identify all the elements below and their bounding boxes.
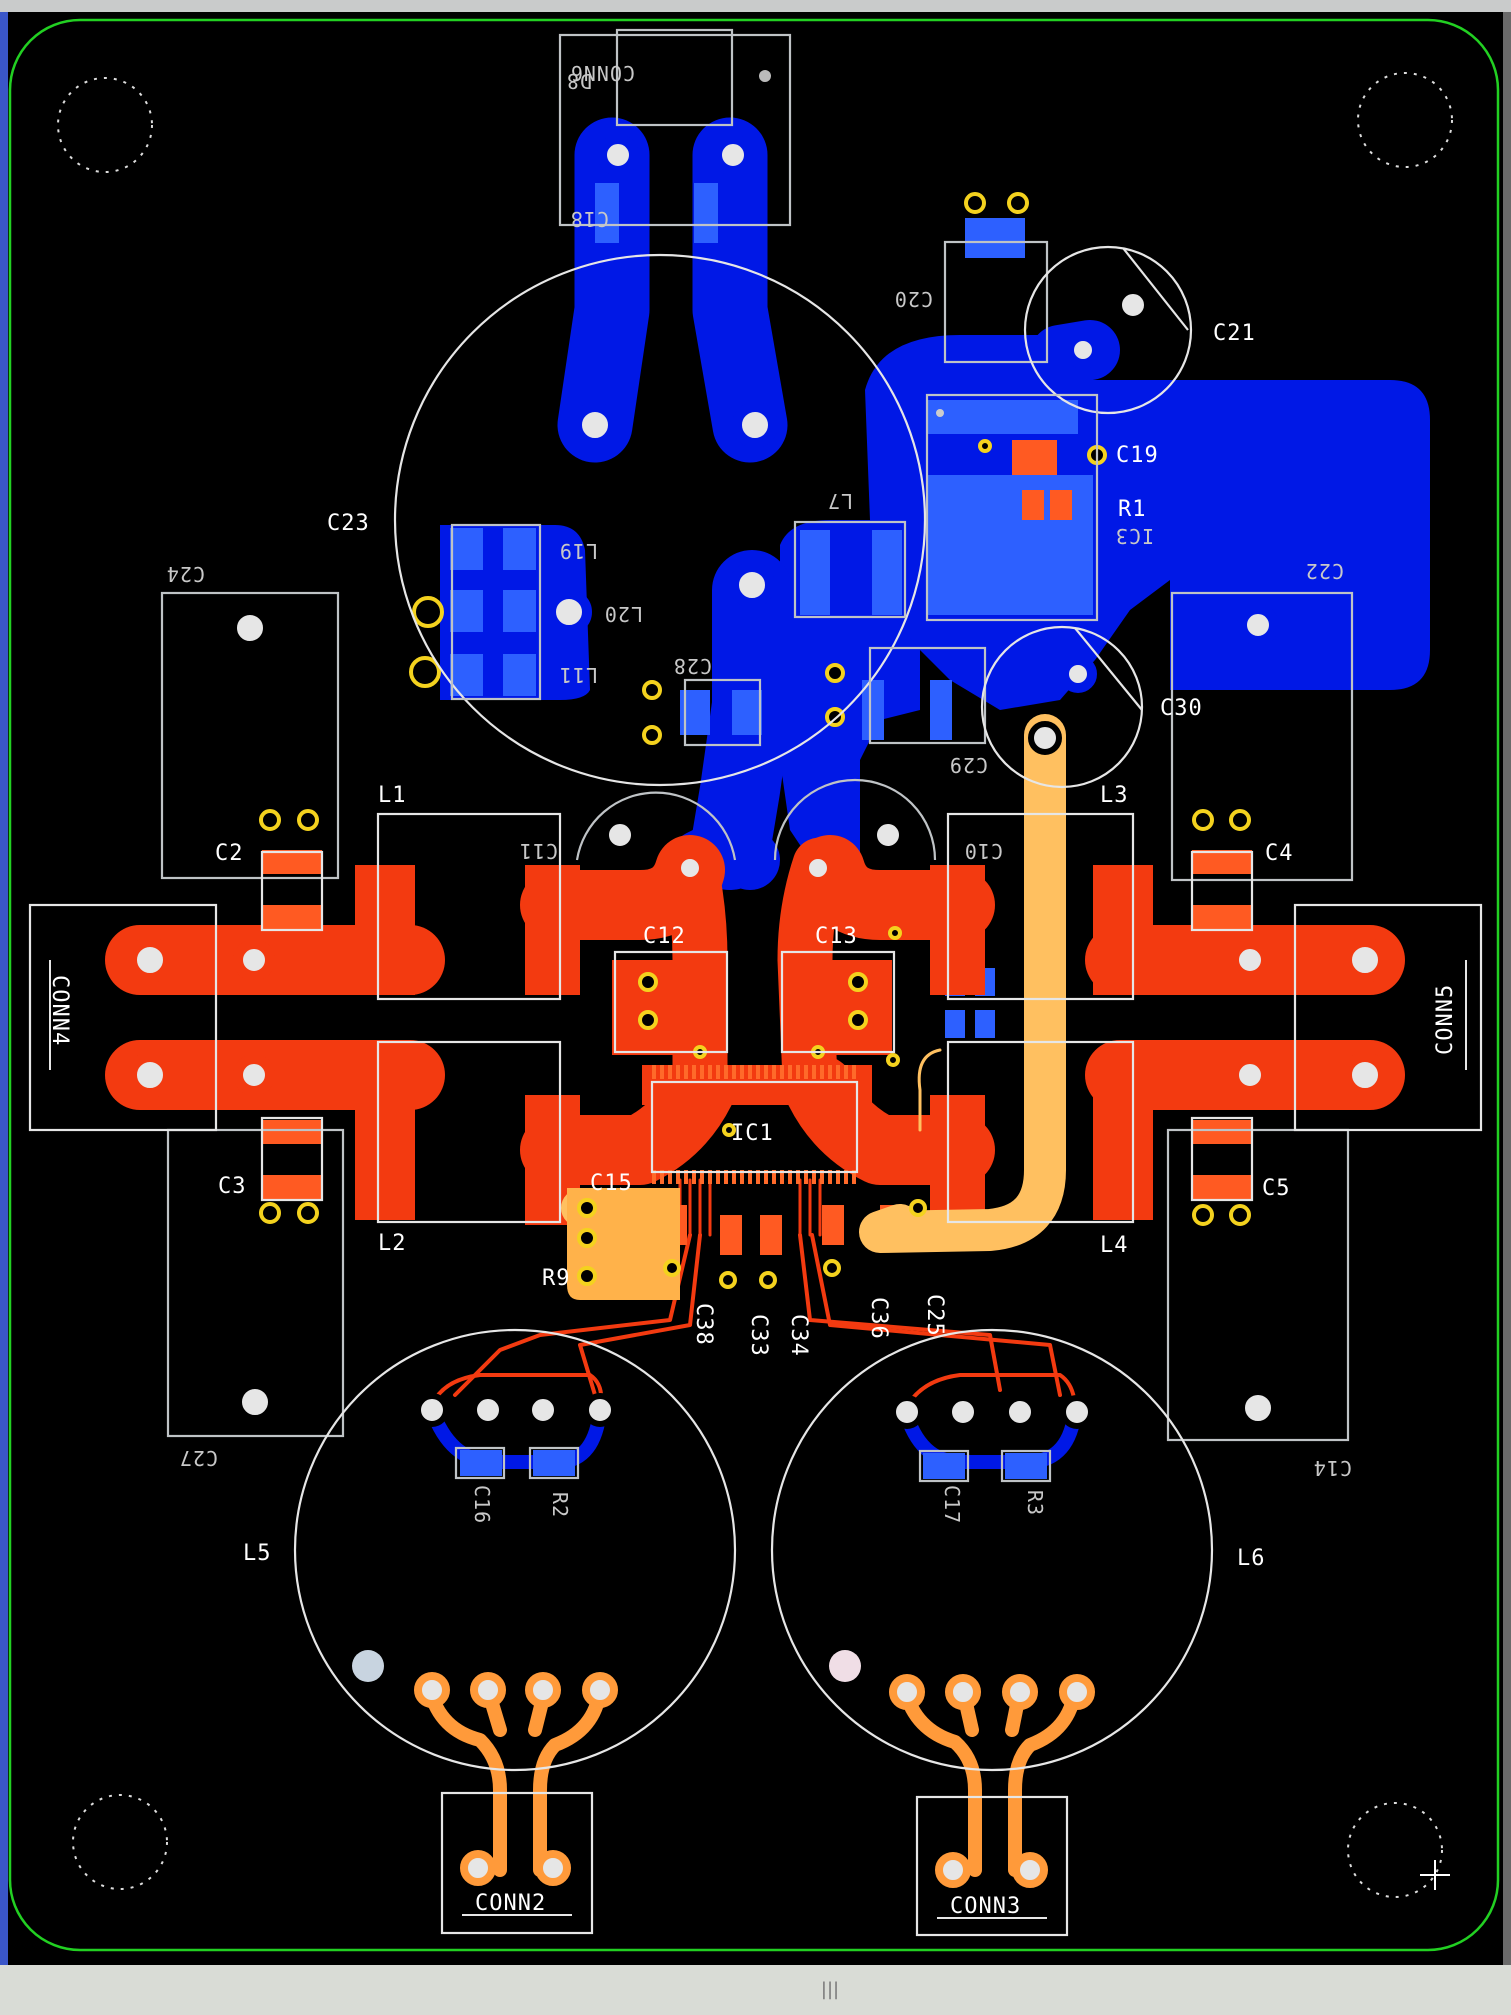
label-c11: C11: [519, 839, 558, 863]
label-r1: R1: [1118, 497, 1147, 522]
label-l11: L11: [559, 663, 598, 687]
label-l1: L1: [378, 783, 407, 808]
label-c30: C30: [1160, 696, 1203, 721]
right-rail: [1503, 12, 1511, 1965]
label-c20: C20: [894, 287, 933, 311]
label-r2: R2: [548, 1492, 572, 1518]
label-c22: C22: [1305, 559, 1344, 583]
window-top-strip: [0, 0, 1511, 12]
board-outline: [8, 18, 1500, 1952]
label-c27: C27: [179, 1446, 218, 1470]
label-conn6: CONN6: [570, 61, 635, 85]
label-l19: L19: [559, 539, 598, 563]
label-l2: L2: [378, 1231, 407, 1256]
label-c19: C19: [1116, 443, 1159, 468]
vias: [259, 192, 1251, 1289]
label-c4: C4: [1265, 841, 1294, 866]
through-holes: [127, 134, 1388, 1888]
label-c13: C13: [815, 924, 858, 949]
label-c25: C25: [922, 1294, 947, 1337]
label-l7: L7: [827, 489, 853, 513]
label-c29: C29: [949, 753, 988, 777]
label-conn5: CONN5: [1433, 984, 1458, 1055]
label-r9: R9: [542, 1266, 571, 1291]
label-conn2: CONN2: [475, 1891, 546, 1916]
label-r3: R3: [1023, 1490, 1047, 1516]
label-c10: C10: [964, 839, 1003, 863]
label-conn3: CONN3: [950, 1894, 1021, 1919]
label-c2: C2: [215, 841, 244, 866]
label-c5: C5: [1262, 1176, 1291, 1201]
label-c15: C15: [590, 1171, 633, 1196]
label-l20: L20: [604, 602, 643, 626]
label-c14: C14: [1313, 1456, 1352, 1480]
label-conn4: CONN4: [47, 975, 72, 1046]
label-c33: C33: [746, 1314, 771, 1357]
component-labels: CONN6 D8 C18 C20 C21 C19 R1 IC3 C23 L7 L…: [47, 61, 1458, 1919]
label-c16: C16: [470, 1485, 494, 1524]
resize-grip[interactable]: |||: [820, 1979, 840, 2000]
label-c38: C38: [691, 1303, 716, 1346]
label-c34: C34: [786, 1314, 811, 1357]
label-l5: L5: [243, 1541, 272, 1566]
left-rail: [0, 12, 8, 1965]
silkscreen-layer: [28, 28, 1483, 1937]
label-c3: C3: [218, 1174, 247, 1199]
label-ic3: IC3: [1115, 524, 1154, 548]
label-l3: L3: [1100, 783, 1129, 808]
label-l6: L6: [1237, 1546, 1266, 1571]
label-c17: C17: [940, 1485, 964, 1524]
label-c12: C12: [643, 924, 686, 949]
label-l4: L4: [1100, 1233, 1129, 1258]
label-c36: C36: [866, 1297, 891, 1340]
label-c24: C24: [166, 562, 205, 586]
label-c28: C28: [673, 654, 712, 678]
label-c23: C23: [327, 511, 370, 536]
label-ic1: IC1: [731, 1121, 774, 1146]
label-c21: C21: [1213, 321, 1256, 346]
status-bar: |||: [0, 1965, 1511, 2015]
label-d8: D8: [566, 69, 592, 93]
mounting-holes: [57, 72, 1453, 1898]
label-c18: C18: [570, 207, 609, 231]
